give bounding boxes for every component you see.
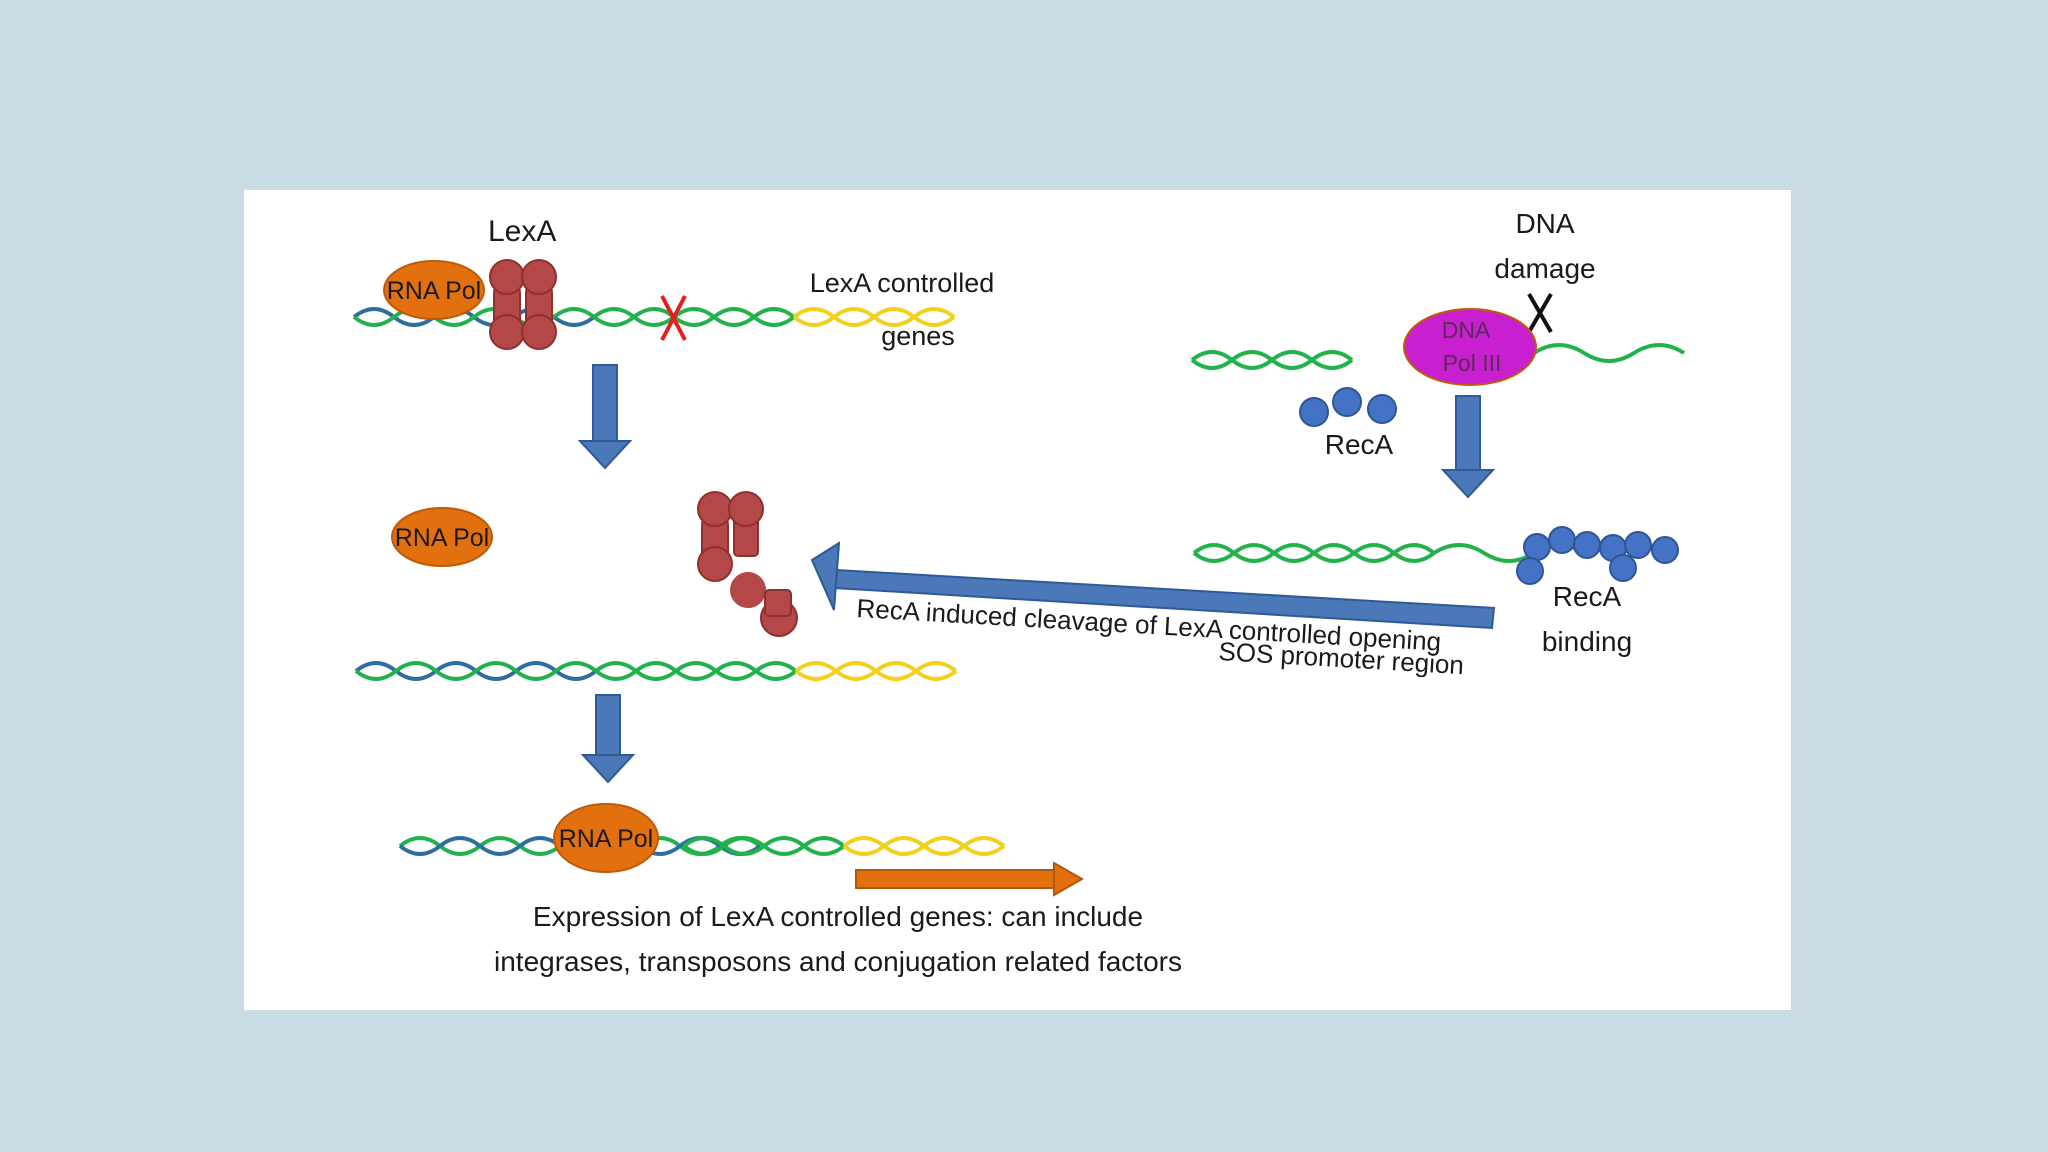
- dna-helix-derepressed: [354, 661, 958, 681]
- svg-text:RNA Pol: RNA Pol: [559, 825, 653, 853]
- dna-helix-damaged: [1190, 343, 1686, 370]
- slide-canvas: RNA Pol LexA LexA controlled genes RNA P…: [244, 190, 1791, 1010]
- down-arrow-2: [580, 694, 636, 784]
- reca-label: RecA: [1325, 429, 1394, 460]
- svg-text:Pol III: Pol III: [1443, 350, 1502, 376]
- reca-filament: [1516, 526, 1679, 585]
- dna-damage-label-1: DNA: [1515, 208, 1574, 239]
- expression-caption-2: integrases, transposons and conjugation …: [494, 946, 1182, 977]
- dna-damage-lesion-icon: [1527, 292, 1553, 334]
- lexa-dimer-bound: [489, 259, 557, 350]
- down-arrow-right: [1440, 395, 1496, 499]
- expression-arrow: [855, 861, 1085, 897]
- reca-binding-label-2: binding: [1542, 626, 1632, 657]
- svg-text:RNA Pol: RNA Pol: [387, 277, 481, 305]
- transcription-block-icon: [660, 295, 687, 341]
- reca-binding-label-1: RecA: [1553, 581, 1622, 612]
- svg-text:RNA Pol: RNA Pol: [395, 524, 489, 552]
- cleavage-arrow: [810, 541, 1496, 630]
- lexa-controlled-label-2: genes: [881, 321, 955, 351]
- dna-pol-iii: DNA Pol III: [1403, 308, 1537, 386]
- dna-helix-repressed: [352, 307, 956, 327]
- lexa-controlled-label-1: LexA controlled: [810, 268, 995, 298]
- rna-polymerase-free-middle: RNA Pol: [391, 507, 493, 567]
- rna-polymerase-free-top: RNA Pol: [383, 260, 485, 320]
- lexa-cleaved-fragments: [697, 491, 798, 637]
- rna-polymerase-bound: RNA Pol: [553, 803, 659, 873]
- expression-caption-1: Expression of LexA controlled genes: can…: [533, 901, 1143, 932]
- down-arrow-1: [577, 364, 633, 470]
- svg-text:DNA: DNA: [1442, 317, 1491, 343]
- dna-damage-label-2: damage: [1494, 253, 1595, 284]
- reca-monomers: [1299, 387, 1397, 427]
- dna-helix-transcribing: [398, 836, 1006, 856]
- sos-response-diagram: RNA Pol LexA LexA controlled genes RNA P…: [352, 208, 1686, 977]
- lexa-label: LexA: [488, 215, 556, 248]
